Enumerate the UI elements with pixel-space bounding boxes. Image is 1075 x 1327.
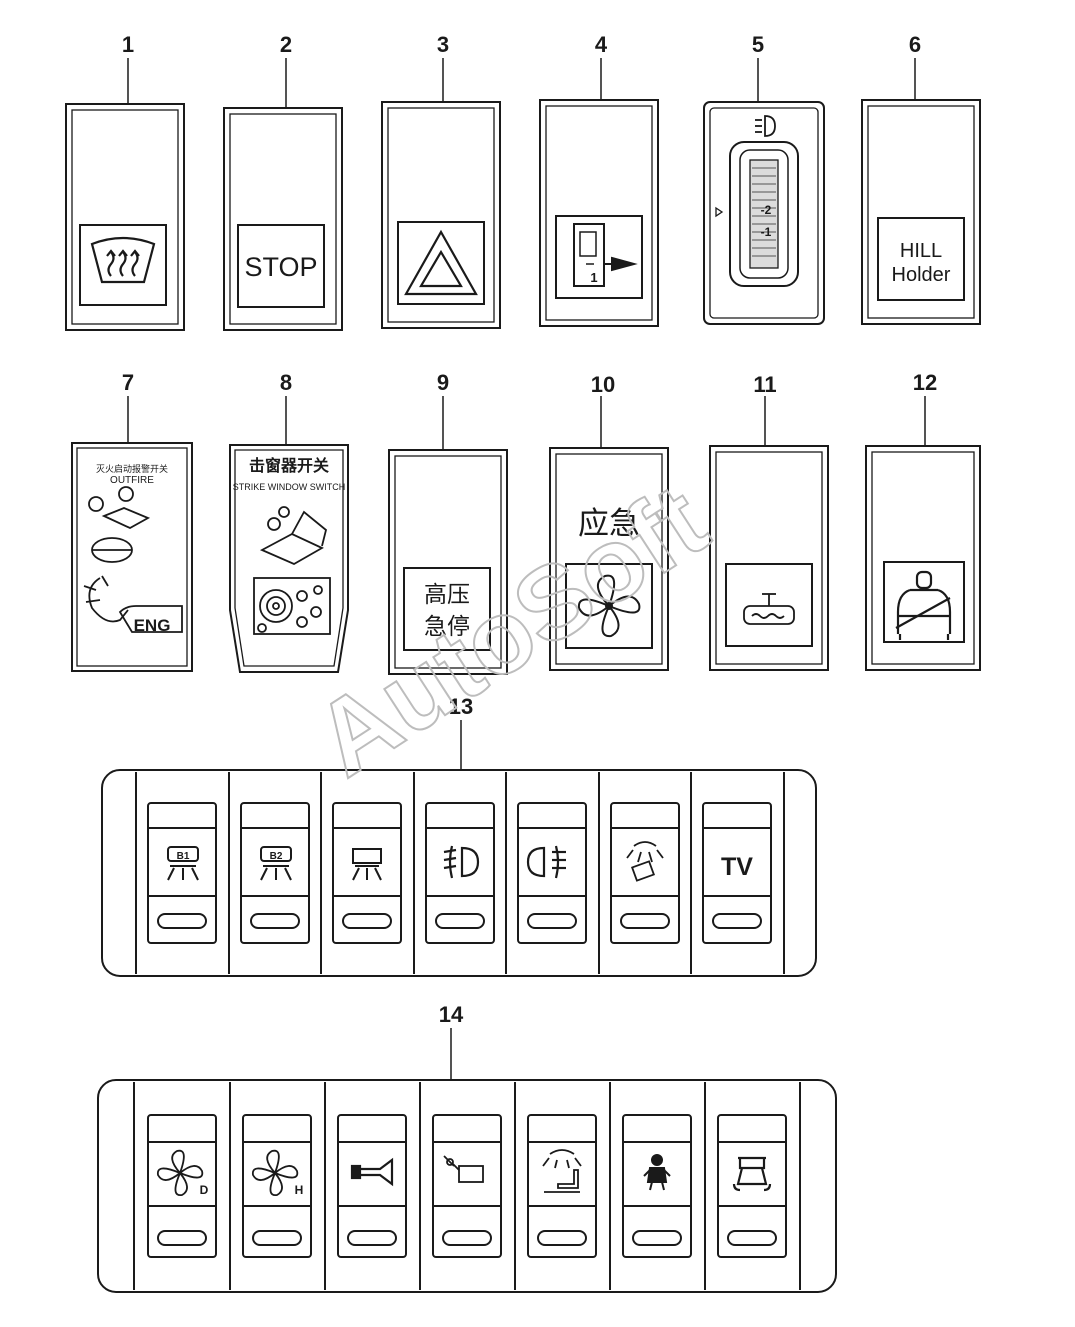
callout-11: 11 [753, 372, 776, 397]
callout-14: 14 [439, 1002, 464, 1027]
rear-fog-icon [526, 845, 566, 879]
panel13-switch-3 [332, 802, 402, 944]
light-b1-icon [167, 846, 199, 881]
callout-3: 3 [437, 32, 449, 57]
switch-11-heater [709, 445, 829, 671]
panel14-switch-1 [147, 1114, 217, 1258]
level-wheel-ticks [752, 167, 776, 257]
reading-light-icon [626, 841, 664, 882]
switch-8-strike-window [229, 444, 349, 673]
panel14-switch-6 [622, 1114, 692, 1258]
outfire-en-label: OUTFIRE [110, 475, 154, 486]
scale-minus1: -1 [761, 225, 772, 239]
callouts [127, 58, 926, 1080]
hill-label-line1: HILL [900, 240, 942, 262]
panel13-switch-6 [610, 802, 680, 944]
b2-label: B2 [270, 851, 283, 862]
fan-d-icon [157, 1149, 204, 1196]
eng-label: ENG [134, 616, 171, 635]
callout-1: 1 [122, 32, 134, 57]
panel-14 [97, 1079, 837, 1293]
horn-icon [350, 1157, 394, 1187]
emergency-label: 应急 [578, 506, 640, 542]
callout-4: 4 [595, 32, 608, 57]
switch-12-seatbelt [865, 445, 981, 671]
fan-d-label: D [200, 1183, 209, 1197]
outfire-cn-label: 灭火启动报警开关 [96, 463, 168, 475]
panel14-switch-7 [717, 1114, 787, 1258]
tv-label: TV [721, 853, 753, 881]
callout-9: 9 [437, 370, 449, 395]
switch-1-windshield-defrost [65, 103, 185, 331]
callout-6: 6 [909, 32, 921, 57]
panel13-switch-7 [702, 802, 772, 944]
fan-h-icon [252, 1149, 299, 1196]
switch-9-hv-stop [388, 449, 508, 675]
callout-labels: 1 2 3 4 5 6 7 8 9 10 11 12 13 14 [122, 32, 937, 1027]
callout-7: 7 [122, 370, 134, 395]
strike-window-illustration [253, 506, 331, 635]
switch-4-door [539, 99, 659, 327]
windshield-defrost-icon [90, 236, 156, 284]
front-fog-icon [443, 845, 480, 879]
hv-label-line2: 急停 [424, 614, 470, 640]
switch-5-headlight-level [703, 101, 825, 325]
panel13-switch-1 [147, 802, 217, 944]
emergency-fan-icon [577, 574, 641, 638]
outfire-illustration [83, 486, 183, 633]
seat-light-icon [542, 1149, 582, 1193]
switch-6-hill-holder [861, 99, 981, 325]
light-b2-icon [260, 846, 292, 881]
callout-10: 10 [591, 372, 615, 397]
panel13-switch-4 [425, 802, 495, 944]
panel14-switch-3 [337, 1114, 407, 1258]
hv-label-line1: 高压 [424, 582, 470, 608]
panel14-switch-5 [527, 1114, 597, 1258]
panel14-switch-2 [242, 1114, 312, 1258]
strike-en-label: STRIKE WINDOW SWITCH [233, 482, 346, 492]
seat-icon [732, 1156, 772, 1192]
scale-minus2: -2 [761, 203, 772, 217]
headlight-level-icon [755, 115, 776, 137]
panel-13 [101, 769, 817, 977]
seatbelt-icon [895, 570, 952, 640]
camera-icon [443, 1155, 484, 1183]
heater-icon [743, 593, 795, 625]
switch-2-stop [223, 107, 343, 331]
callout-12: 12 [913, 370, 937, 395]
child-icon [643, 1154, 671, 1191]
stop-label: STOP [244, 252, 317, 282]
switch-10-emergency-fan [549, 447, 669, 671]
callout-2: 2 [280, 32, 292, 57]
hazard-triangle-icon [404, 229, 478, 296]
strike-cn-label: 击窗器开关 [249, 456, 329, 475]
fan-h-label: H [295, 1183, 304, 1197]
hill-label-line2: Holder [892, 264, 951, 286]
callout-8: 8 [280, 370, 292, 395]
switch-3-hazard [381, 101, 501, 329]
callout-5: 5 [752, 32, 764, 57]
door-level-icon [573, 223, 638, 287]
callout-13: 13 [449, 694, 473, 719]
panel14-switch-4 [432, 1114, 502, 1258]
b1-label: B1 [177, 851, 190, 862]
panel13-switch-5 [517, 802, 587, 944]
door-level-number: 1 [590, 270, 597, 285]
interior-light-icon [352, 848, 382, 881]
switch-7-outfire [71, 442, 193, 672]
panel13-switch-2 [240, 802, 310, 944]
